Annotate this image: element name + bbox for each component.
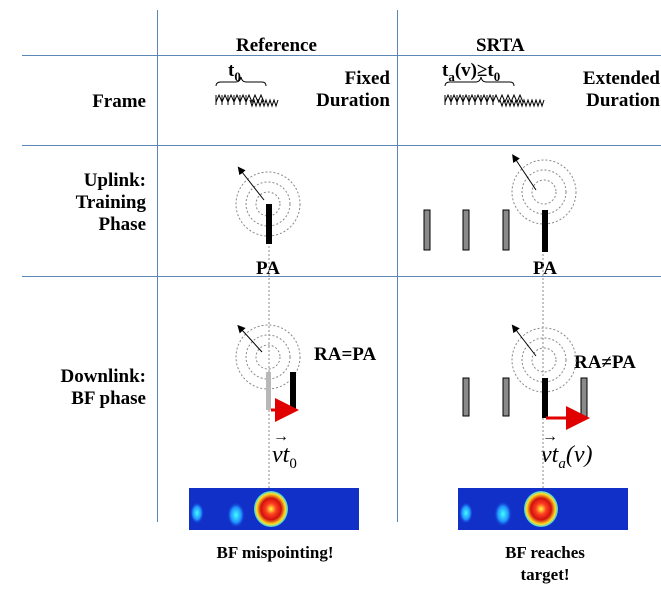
ref-motion-formula: →vt0	[272, 428, 297, 473]
ref-downlink-old-position-bar	[266, 372, 271, 410]
srta-motion-v: v	[541, 442, 552, 468]
ref-motion-t: t	[282, 442, 290, 468]
row-label-uplink-line1: Uplink:	[83, 170, 146, 191]
srta-frame-pulses	[444, 93, 545, 108]
ref-motion-v: v	[272, 442, 283, 468]
ref-uplink-wavefronts	[235, 171, 301, 237]
ref-beam-heatmap	[189, 488, 359, 530]
ref-motion-sub: 0	[289, 455, 297, 472]
ref-uplink-pa-label: PA	[256, 258, 280, 279]
ref-frame-time-t: t	[228, 60, 235, 81]
srta-uplink-wavefronts	[511, 159, 577, 225]
column-header-reference: Reference	[236, 35, 317, 56]
srta-uplink-pa-bar	[542, 210, 548, 252]
ref-downlink-relation: RA=PA	[314, 344, 377, 365]
srta-uplink-virtual-bar-3	[502, 209, 510, 251]
ref-frame-time-label: t0	[228, 60, 241, 88]
grid-line-top	[22, 55, 661, 56]
ref-downlink-ra-bar	[290, 372, 296, 410]
srta-result-caption-line2: target!	[520, 565, 570, 584]
row-label-uplink-line2: Training	[75, 192, 146, 213]
srta-downlink-wavefronts	[511, 327, 577, 393]
ref-frame-time-sub: 0	[234, 68, 241, 84]
ref-frame-pulses	[215, 93, 279, 108]
row-label-frame: Frame	[92, 91, 146, 112]
srta-result-caption: BF reaches target!	[460, 542, 630, 586]
srta-downlink-ra-bar	[542, 378, 548, 418]
ref-frame-duration-line2: Duration	[316, 90, 390, 111]
ref-result-caption: BF mispointing!	[216, 543, 334, 562]
srta-downlink-virtual-bar-1	[462, 377, 470, 417]
srta-frame-time-t: t	[442, 60, 449, 81]
srta-uplink-pa-label: PA	[533, 258, 557, 279]
srta-downlink-target-bar	[580, 377, 588, 419]
grid-line-middle	[397, 10, 398, 522]
srta-frame-time-label: ta(v)≥t0	[442, 60, 500, 88]
ref-uplink-motion-arrow	[237, 166, 265, 201]
row-label-downlink-line1: Downlink:	[60, 366, 146, 387]
grid-line-left	[157, 10, 158, 522]
row-label-downlink: Downlink: BF phase	[6, 366, 146, 410]
srta-downlink-relation: RA≠PA	[574, 352, 636, 373]
srta-frame-time-mid: (v)≥t	[454, 60, 494, 81]
grid-line-uplink-bottom	[22, 276, 661, 277]
srta-downlink-virtual-bar-2	[502, 377, 510, 417]
srta-frame-duration: Extended Duration	[556, 68, 660, 112]
srta-frame-time-sub-a: a	[448, 68, 455, 84]
srta-motion-sub: a	[558, 455, 566, 472]
srta-uplink-virtual-bar-1	[423, 209, 431, 251]
ref-motion-v-wrap: →v	[272, 428, 289, 469]
ref-uplink-pa-bar	[266, 204, 272, 244]
ref-downlink-wavefronts	[235, 324, 301, 390]
ref-downlink-motion-arrow	[237, 324, 263, 353]
ref-frame-duration: Fixed Duration	[296, 68, 390, 112]
srta-motion-arg: (v)	[565, 442, 593, 468]
row-label-uplink-line3: Phase	[98, 214, 147, 235]
srta-frame-duration-line2: Duration	[586, 90, 660, 111]
srta-motion-v-arrow: →	[542, 428, 558, 445]
column-header-srta: SRTA	[476, 35, 525, 56]
srta-uplink-virtual-bar-2	[462, 209, 470, 251]
srta-motion-t: t	[551, 442, 559, 468]
srta-motion-formula: →vta(v)	[541, 428, 593, 473]
row-label-downlink-line2: BF phase	[71, 388, 146, 409]
srta-frame-time-sub-0: 0	[493, 68, 501, 84]
row-label-uplink: Uplink: Training Phase	[6, 170, 146, 236]
srta-downlink-motion-arrow	[511, 324, 537, 357]
srta-beam-heatmap	[458, 488, 628, 530]
srta-result-caption-line1: BF reaches	[505, 543, 585, 562]
srta-frame-brace	[444, 76, 515, 87]
srta-motion-v-wrap: →v	[541, 428, 558, 469]
srta-uplink-motion-arrow	[512, 154, 537, 191]
ref-motion-v-arrow: →	[273, 428, 289, 445]
srta-frame-duration-line1: Extended	[582, 68, 660, 89]
ref-frame-brace	[215, 76, 267, 87]
grid-line-frame-bottom	[22, 145, 661, 146]
ref-frame-duration-line1: Fixed	[344, 68, 390, 89]
